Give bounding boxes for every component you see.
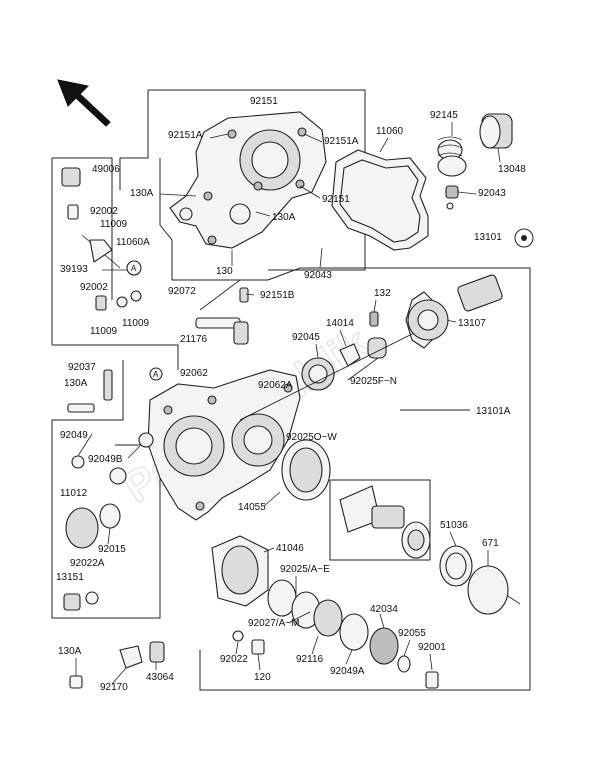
part-labels: 92151 92151A 92151A 11060 92145 13048 49… bbox=[56, 96, 526, 693]
label-92025F-N: 92025F~N bbox=[350, 376, 397, 387]
label-14014: 14014 bbox=[326, 318, 354, 329]
label-92116: 92116 bbox=[296, 654, 324, 665]
label-92043: 92043 bbox=[304, 270, 332, 281]
label-130A: 130A bbox=[64, 378, 88, 389]
label-92151: 92151 bbox=[250, 96, 278, 107]
label-41046: 41046 bbox=[276, 543, 304, 554]
label-92151: 92151 bbox=[322, 194, 350, 205]
label-11009: 11009 bbox=[122, 318, 150, 329]
label-11009: 11009 bbox=[100, 219, 128, 230]
sprocket-gear bbox=[407, 299, 449, 341]
label-132: 132 bbox=[374, 288, 391, 299]
callout-marker-upper: A bbox=[131, 264, 137, 273]
label-92015: 92015 bbox=[98, 544, 126, 555]
bevel-gear-assembly bbox=[339, 485, 431, 559]
label-13107: 13107 bbox=[458, 318, 486, 329]
label-13101: 13101 bbox=[474, 232, 502, 243]
gear-icon bbox=[514, 228, 534, 248]
label-671: 671 bbox=[482, 538, 499, 549]
label-92151A: 92151A bbox=[168, 130, 203, 141]
label-130A: 130A bbox=[58, 646, 82, 657]
gear-case: A bbox=[147, 367, 301, 521]
label-92025O-W: 92025O~W bbox=[286, 432, 337, 443]
label-92027A-M: 92027/A~M bbox=[248, 618, 299, 629]
label-92062: 92062 bbox=[180, 368, 208, 379]
label-42034: 42034 bbox=[370, 604, 398, 615]
bolt-icon bbox=[446, 202, 454, 210]
label-92151B: 92151B bbox=[260, 290, 295, 301]
label-13151: 13151 bbox=[56, 572, 84, 583]
label-92002: 92002 bbox=[80, 282, 108, 293]
front-direction-arrow-icon bbox=[57, 79, 111, 127]
label-92062A: 92062A bbox=[258, 380, 293, 391]
label-92043: 92043 bbox=[478, 188, 506, 199]
label-92045: 92045 bbox=[292, 332, 320, 343]
label-92170: 92170 bbox=[100, 682, 128, 693]
bearing-housing bbox=[211, 535, 439, 689]
label-130A: 130A bbox=[130, 188, 154, 199]
label-92002: 92002 bbox=[90, 206, 118, 217]
label-13048: 13048 bbox=[498, 164, 526, 175]
label-49006: 49006 bbox=[92, 164, 120, 175]
label-92025A-E: 92025/A~E bbox=[280, 564, 330, 575]
label-51036: 51036 bbox=[440, 520, 468, 531]
label-11012: 11012 bbox=[60, 488, 88, 499]
label-120: 120 bbox=[254, 672, 271, 683]
label-92037: 92037 bbox=[68, 362, 96, 373]
spring-assembly bbox=[437, 113, 513, 199]
sensor-area bbox=[195, 279, 249, 345]
label-92049B: 92049B bbox=[88, 454, 123, 465]
leader-lines bbox=[75, 122, 501, 685]
label-92022A: 92022A bbox=[70, 558, 105, 569]
label-92055: 92055 bbox=[398, 628, 426, 639]
label-39193: 39193 bbox=[60, 264, 88, 275]
label-14055: 14055 bbox=[238, 502, 266, 513]
seal-rings bbox=[439, 545, 521, 615]
label-21176: 21176 bbox=[180, 334, 208, 345]
small-parts-upper-left: A bbox=[61, 167, 142, 311]
label-11060: 11060 bbox=[376, 126, 404, 137]
label-92072: 92072 bbox=[168, 286, 196, 297]
label-92022: 92022 bbox=[220, 654, 248, 665]
label-92001: 92001 bbox=[418, 642, 446, 653]
callout-marker-lower: A bbox=[153, 370, 159, 379]
label-43064: 43064 bbox=[146, 672, 174, 683]
gear-cover-plate bbox=[281, 439, 331, 501]
gasket bbox=[331, 149, 429, 251]
label-130A: 130A bbox=[272, 212, 296, 223]
label-130: 130 bbox=[216, 266, 233, 277]
label-92049: 92049 bbox=[60, 430, 88, 441]
label-92049A: 92049A bbox=[330, 666, 365, 677]
label-92151A: 92151A bbox=[324, 136, 359, 147]
label-11009: 11009 bbox=[90, 326, 118, 337]
label-92145: 92145 bbox=[430, 110, 458, 121]
label-13101A: 13101A bbox=[476, 406, 511, 417]
crankcase-cover bbox=[169, 111, 327, 249]
label-11060A: 11060A bbox=[116, 237, 150, 248]
